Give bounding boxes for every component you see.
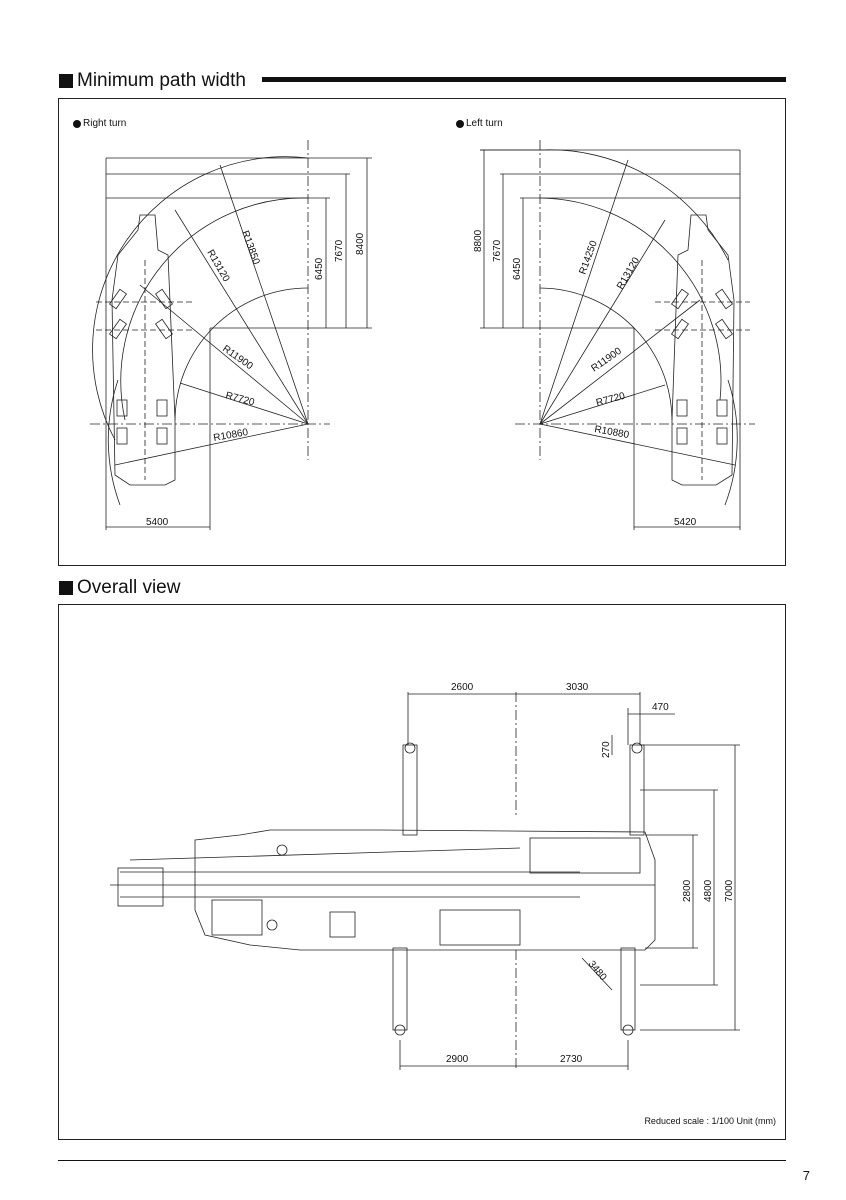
dimension-label: 2800	[682, 879, 693, 902]
page-number: 7	[802, 1168, 810, 1183]
square-bullet-icon	[59, 581, 73, 595]
overall-view-labels: 2600 3030 470 270 2800 4800 7000 3480 29…	[446, 682, 735, 1065]
overall-view-panel	[58, 604, 786, 1140]
radius-label: R14250	[577, 239, 599, 276]
dimension-label: 470	[652, 702, 669, 713]
height-label: 7670	[334, 239, 345, 262]
dimension-label: 3480	[586, 959, 609, 983]
dimension-label: 2600	[451, 682, 474, 693]
radius-label: R7720	[595, 391, 627, 409]
square-bullet-icon	[59, 74, 73, 88]
left-turn-diagram	[480, 140, 755, 530]
dimension-label: 7000	[724, 879, 735, 902]
left-turn-heading: Left turn	[456, 118, 503, 129]
dimension-label: 3030	[566, 682, 589, 693]
dimension-label: 2900	[446, 1054, 469, 1065]
radius-label: R10880	[593, 424, 630, 441]
dimension-label: 2730	[560, 1054, 583, 1065]
overall-view-diagram	[110, 692, 740, 1070]
height-label: 7670	[492, 239, 503, 262]
right-turn-heading: Right turn	[73, 118, 126, 129]
left-turn-label: Left turn	[466, 118, 503, 129]
section-heading-min-path: Minimum path width	[59, 68, 246, 94]
width-label: 5420	[674, 517, 697, 528]
radius-label: R10860	[213, 427, 250, 444]
scale-note: Reduced scale : 1/100 Unit (mm)	[644, 1116, 776, 1126]
right-turn-label: Right turn	[83, 118, 127, 129]
height-label: 8400	[355, 232, 366, 255]
width-label: 5400	[146, 517, 169, 528]
section-heading-overall: Overall view	[59, 575, 180, 601]
left-turn-labels: R14250 R13120 R11900 R7720 R10880 8800 7…	[473, 229, 697, 528]
radius-label: R13120	[615, 255, 642, 291]
dimension-label: 4800	[703, 879, 714, 902]
height-label: 8800	[473, 229, 484, 252]
radius-label: R11900	[220, 343, 255, 372]
section-title: Overall view	[77, 577, 181, 598]
radius-label: R13850	[239, 229, 261, 266]
right-turn-diagram	[90, 140, 372, 530]
right-turn-labels: R13850 R13120 R11900 R7720 R10860 6450 7…	[146, 229, 366, 528]
heading-rule	[262, 77, 786, 82]
footer-rule	[58, 1160, 786, 1161]
height-label: 6450	[512, 257, 523, 280]
radius-label: R7720	[224, 390, 256, 408]
bullet-dot-icon	[73, 119, 81, 128]
bullet-dot-icon	[456, 119, 464, 128]
section-title: Minimum path width	[77, 70, 246, 91]
dimension-label: 270	[601, 741, 612, 758]
radius-label: R11900	[589, 346, 624, 375]
height-label: 6450	[314, 257, 325, 280]
min-path-panel	[58, 98, 786, 566]
